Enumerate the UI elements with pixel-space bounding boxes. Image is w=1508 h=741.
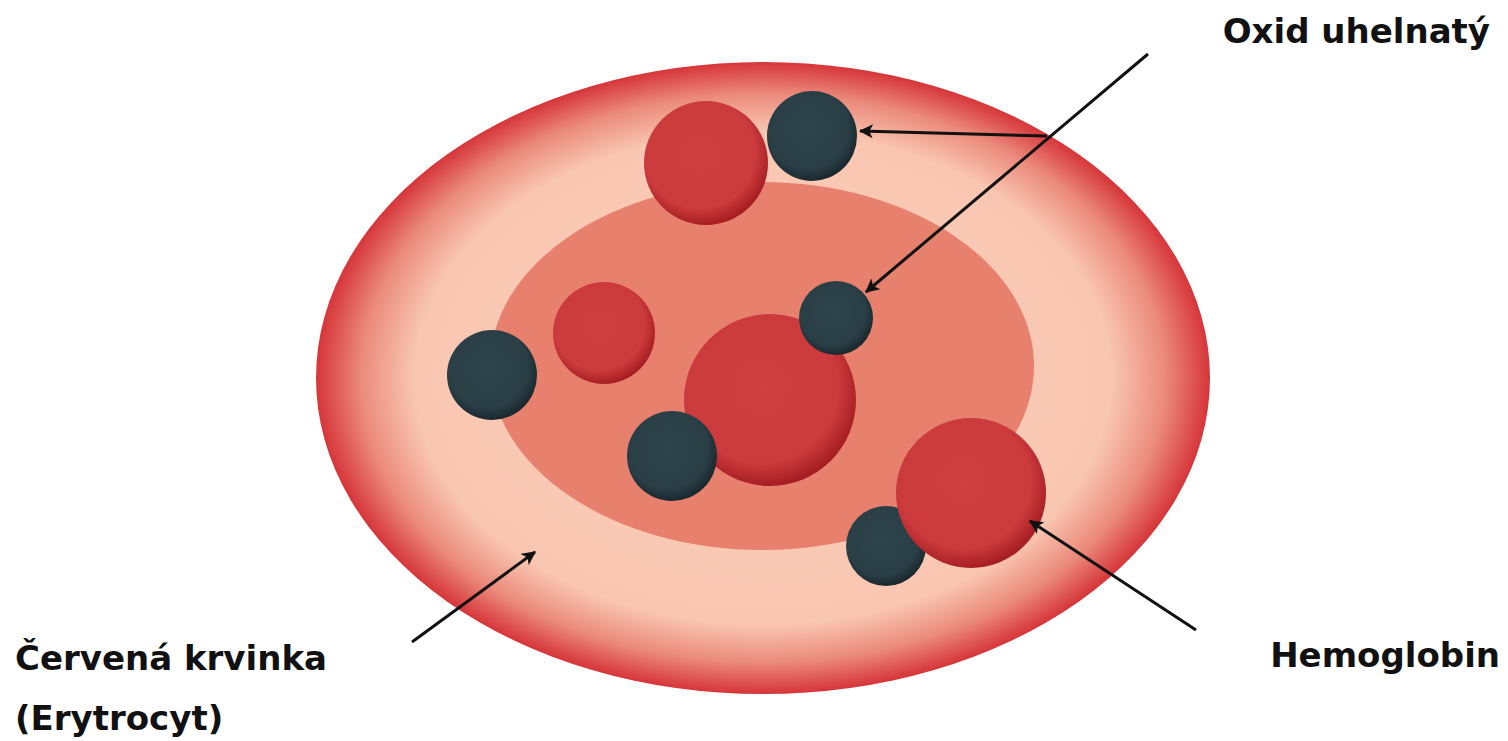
co-molecule	[447, 330, 537, 420]
cell-body	[316, 62, 1210, 694]
part-label: Oxid uhelnatý	[1223, 10, 1490, 52]
leader-line	[412, 552, 535, 642]
leader-line	[866, 54, 1148, 292]
co-molecule	[627, 411, 717, 501]
hemoglobin-molecule	[644, 101, 768, 225]
leader-line	[860, 131, 1047, 136]
hemoglobin-molecule	[896, 418, 1046, 568]
leader-line	[1030, 521, 1196, 630]
part-label: Hemoglobin	[1270, 634, 1500, 676]
co-molecule	[767, 91, 857, 181]
hemoglobin-molecule	[553, 282, 655, 384]
part-label: Červená krvinka (Erytrocyt)	[15, 628, 415, 741]
co-molecule	[799, 281, 873, 355]
